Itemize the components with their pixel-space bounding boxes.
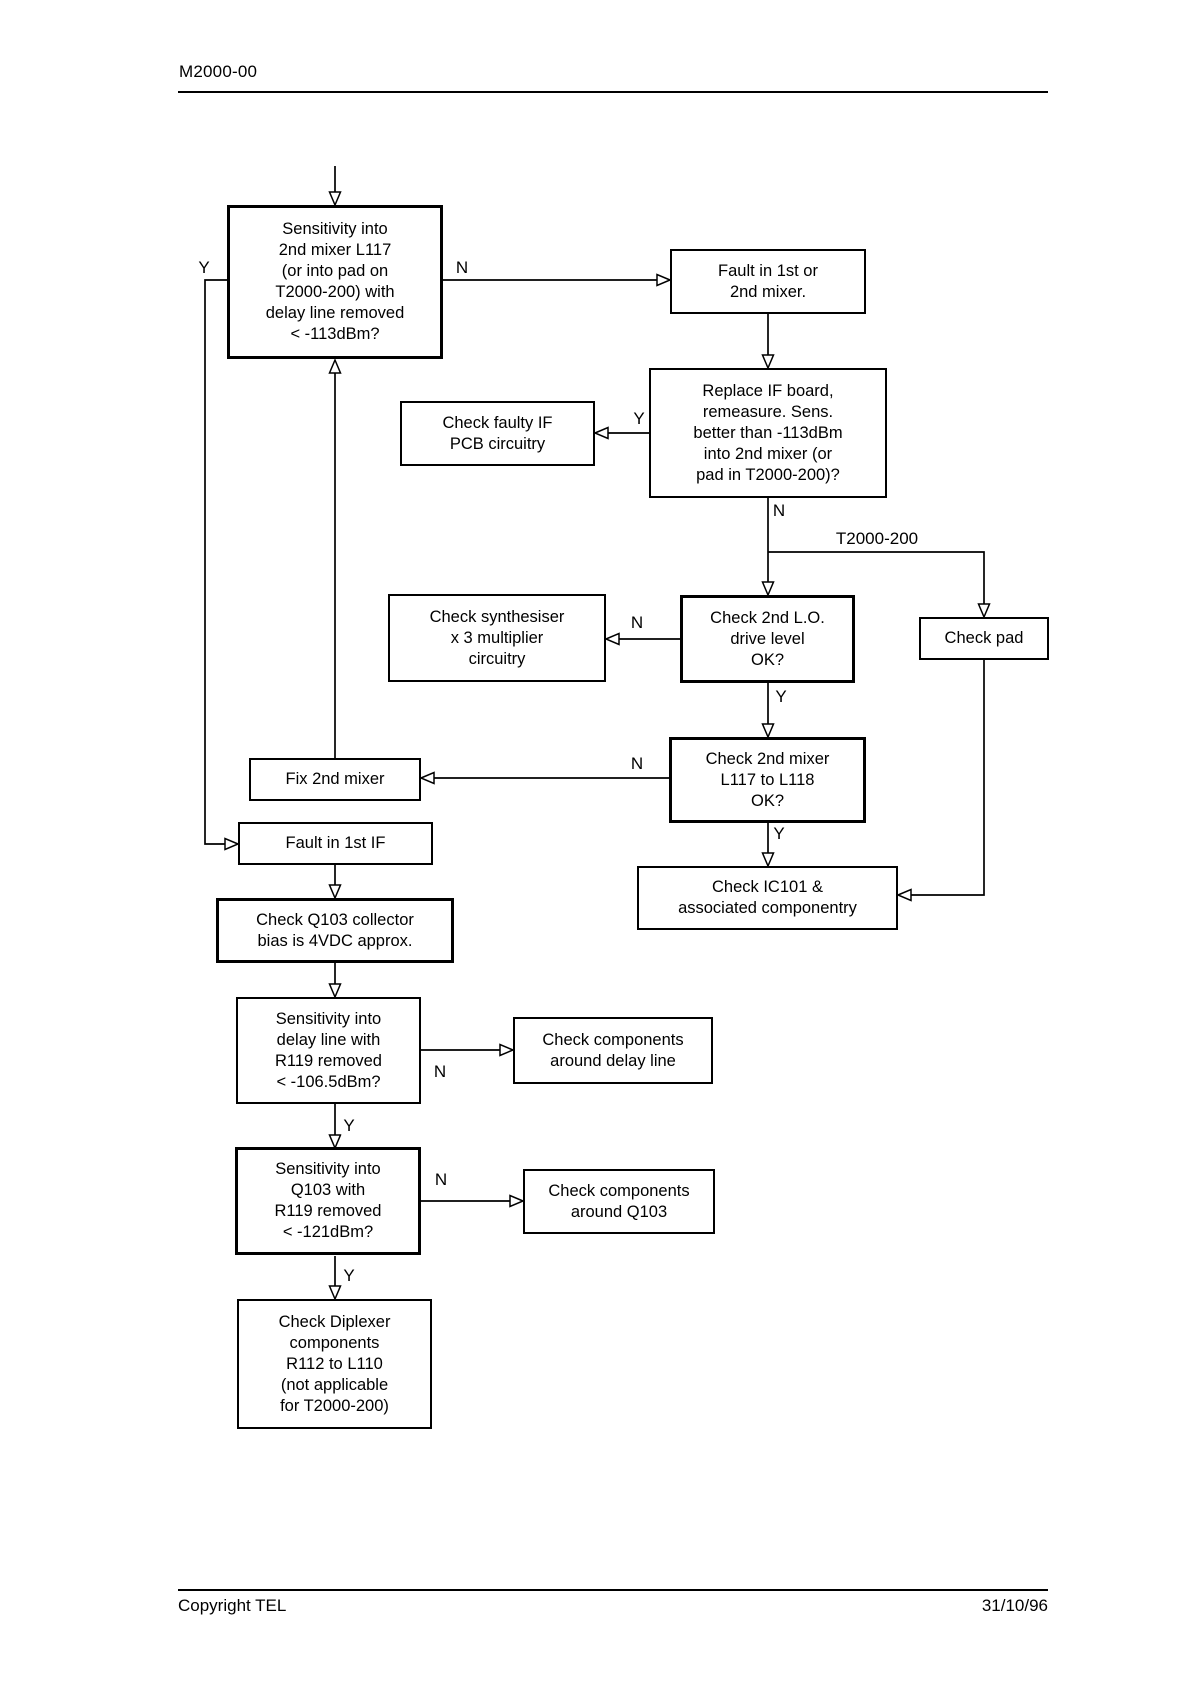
footer-date: 31/10/96 [981, 1596, 1048, 1615]
box-check-pad: Check pad [919, 617, 1049, 660]
label-box1-yes: Y [196, 258, 212, 277]
box-check-faulty-if: Check faulty IF PCB circuitry [400, 401, 595, 466]
label-sensq103-yes: Y [341, 1266, 357, 1285]
box-check-comp-delay: Check components around delay line [513, 1017, 713, 1084]
box-check-2nd-lo: Check 2nd L.O. drive level OK? [680, 595, 855, 683]
connector-entry-top [328, 166, 342, 207]
footer-rule [178, 1589, 1048, 1591]
box-check-2nd-mixer: Check 2nd mixer L117 to L118 OK? [669, 737, 866, 823]
connector-lo-yes [761, 683, 775, 739]
box-check-comp-q103: Check components around Q103 [523, 1169, 715, 1234]
label-lo-yes: Y [773, 687, 789, 706]
connector-mixer-no [419, 771, 669, 785]
connector-q103bias-down [328, 963, 342, 999]
label-lo-no: N [628, 613, 646, 632]
label-t2000-200: T2000-200 [833, 529, 921, 548]
connector-replace-yes [593, 426, 649, 440]
connector-box1-no [443, 273, 672, 287]
connector-fault-to-replace [761, 314, 775, 370]
box-check-q103-bias: Check Q103 collector bias is 4VDC approx… [216, 898, 454, 963]
header-doc-id: M2000-00 [179, 62, 258, 81]
box-check-diplexer: Check Diplexer components R112 to L110 (… [237, 1299, 432, 1429]
box-fault-1st-2nd-mixer: Fault in 1st or 2nd mixer. [670, 249, 866, 314]
box-fix-2nd-mixer: Fix 2nd mixer [249, 758, 421, 801]
connector-fix-to-box1 [328, 358, 342, 758]
label-replace-yes: Y [631, 409, 647, 428]
label-sensdelay-no: N [431, 1062, 449, 1081]
footer-copyright: Copyright TEL [178, 1596, 287, 1615]
connector-mixer-yes [761, 823, 775, 868]
label-mixer-yes: Y [771, 824, 787, 843]
label-box1-no: N [453, 258, 471, 277]
connector-lo-no [604, 632, 680, 646]
box-fault-1st-if: Fault in 1st IF [238, 822, 433, 865]
label-sensq103-no: N [432, 1170, 450, 1189]
connector-t2000-branch [768, 551, 991, 619]
box-check-synthesiser: Check synthesiser x 3 multiplier circuit… [388, 594, 606, 682]
label-sensdelay-yes: Y [341, 1116, 357, 1135]
header-rule [178, 91, 1048, 93]
connector-sensq103-yes [328, 1256, 342, 1301]
label-mixer-no: N [628, 754, 646, 773]
connector-sensdelay-no [421, 1043, 515, 1057]
connector-box1-yes [204, 279, 240, 851]
box-replace-if-board: Replace IF board, remeasure. Sens. bette… [649, 368, 887, 498]
box-sens-q103: Sensitivity into Q103 with R119 removed … [235, 1147, 421, 1255]
label-replace-no: N [770, 501, 788, 520]
box-check-ic101: Check IC101 & associated componentry [637, 866, 898, 930]
box-sensitivity-2nd-mixer: Sensitivity into 2nd mixer L117 (or into… [227, 205, 443, 359]
connector-replace-no [761, 498, 775, 597]
connector-sensq103-no [421, 1194, 525, 1208]
connector-fault1stif-down [328, 865, 342, 900]
connector-sensdelay-yes [328, 1104, 342, 1150]
connector-pad-to-ic101 [896, 660, 985, 902]
box-sens-delay-line: Sensitivity into delay line with R119 re… [236, 997, 421, 1104]
